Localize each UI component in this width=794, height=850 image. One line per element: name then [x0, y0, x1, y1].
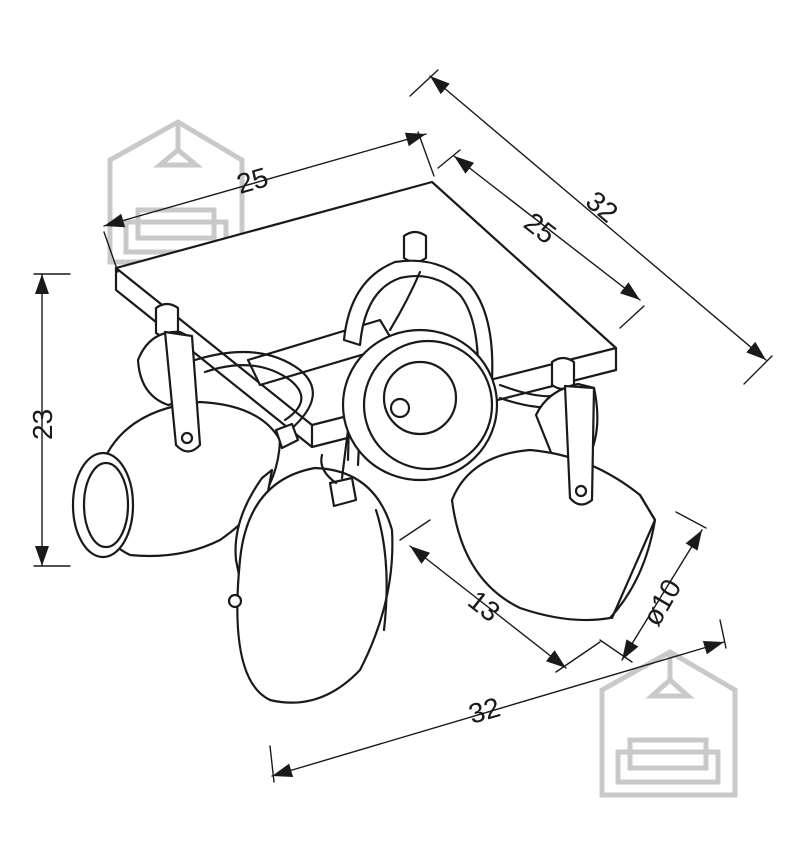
dim-label-plate-width: 25	[233, 161, 271, 199]
spotlight-back	[341, 259, 499, 482]
spotlight-left	[71, 330, 300, 559]
dim-label-height: 23	[27, 409, 58, 440]
dim-label-plate-depth: 25	[518, 206, 562, 250]
dimension-lines	[33, 69, 773, 783]
house-sofa-logo-icon	[599, 649, 738, 798]
dim-label-total-width-front: 32	[465, 691, 503, 729]
dim-label-shade-diameter: ø10	[636, 574, 687, 631]
dim-label-total-width-back: 32	[580, 185, 624, 229]
